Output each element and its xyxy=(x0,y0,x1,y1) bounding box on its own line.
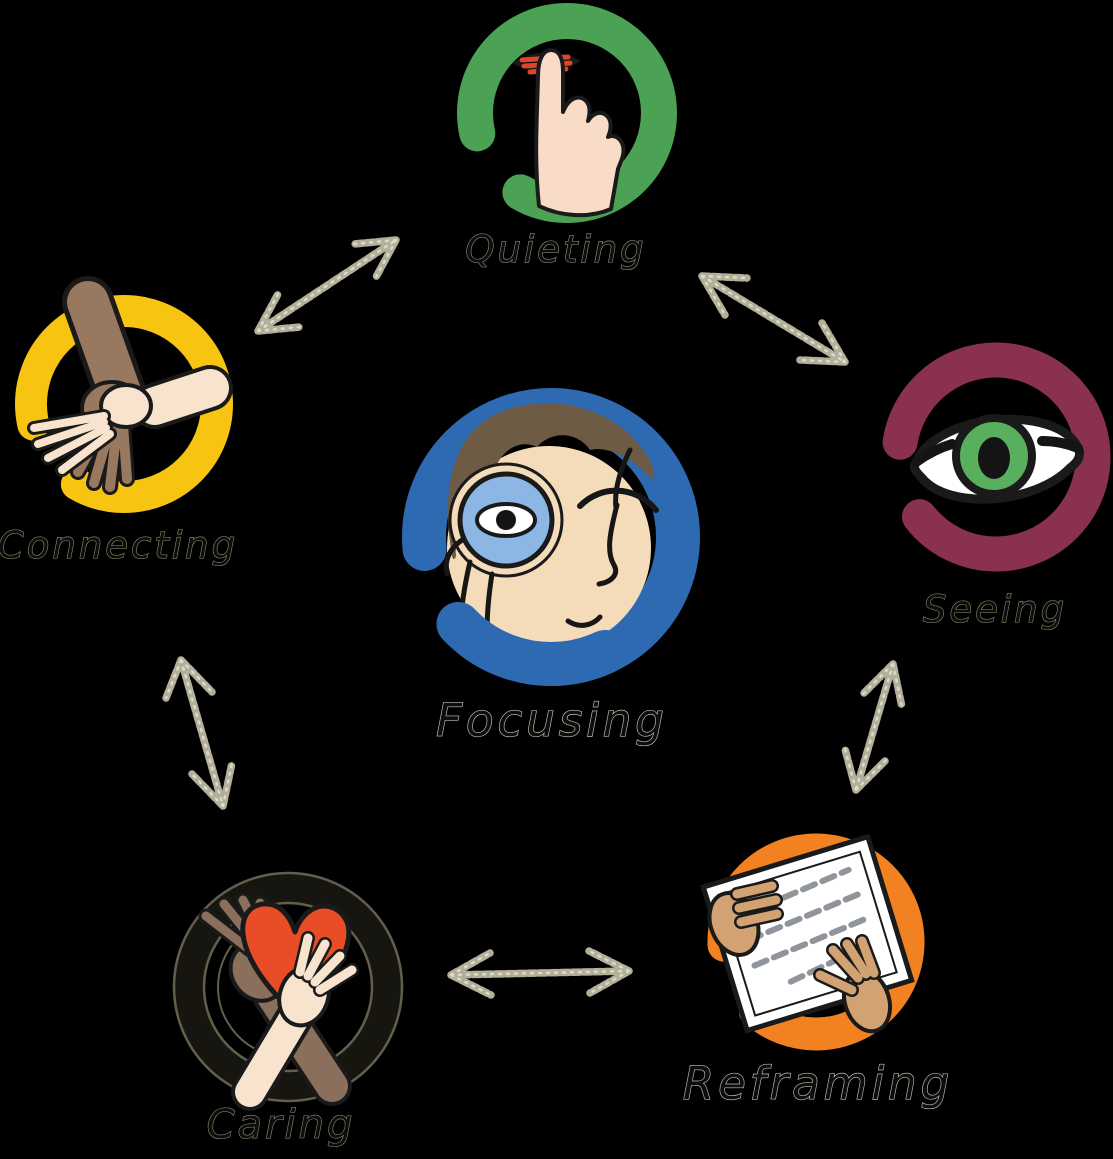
left-hand xyxy=(707,879,784,957)
arrow-quieting-seeing xyxy=(698,272,849,366)
shushing-hand xyxy=(534,48,626,218)
finger-on-lips-icon xyxy=(512,48,626,218)
monocle xyxy=(448,462,564,578)
mouth xyxy=(565,614,603,628)
pale-fingers xyxy=(27,409,117,477)
seeing-label: Seeing xyxy=(923,588,1067,631)
node-quieting: Quieting xyxy=(457,3,677,272)
node-focusing: Focusing xyxy=(402,388,700,748)
right-hand xyxy=(813,934,893,1034)
hair xyxy=(448,403,654,559)
touching-hands-icon xyxy=(27,276,233,495)
focusing-label: Focusing xyxy=(436,694,668,747)
node-caring: Caring xyxy=(172,871,404,1149)
arrow-seeing-reframing xyxy=(841,660,906,794)
caring-ring-outer-edge xyxy=(172,871,404,1103)
arrow-connecting-quieting xyxy=(254,236,400,335)
caring-ring-inner-edge xyxy=(202,901,374,1073)
caring-ring-swirl xyxy=(217,916,359,1058)
eye-icon xyxy=(909,414,1085,504)
nose-line xyxy=(596,502,620,587)
face-with-monocle-icon xyxy=(443,403,659,661)
caring-ring xyxy=(174,873,402,1101)
hands-holding-paper-icon xyxy=(700,833,915,1034)
pupil xyxy=(978,437,1010,479)
seeing-ring xyxy=(881,342,1111,572)
quieting-label: Quieting xyxy=(465,228,646,271)
connecting-label: Connecting xyxy=(0,524,238,567)
focusing-ring-front-sweep xyxy=(402,388,700,686)
reframing-label: Reframing xyxy=(683,1057,953,1110)
pale-fingers xyxy=(293,931,359,997)
hands-holding-heart-icon xyxy=(198,892,359,1111)
arrow-connecting-caring xyxy=(162,656,236,810)
scribble-lines xyxy=(742,866,867,985)
caring-label: Caring xyxy=(207,1102,356,1148)
node-connecting: Connecting xyxy=(0,276,238,568)
monocle-pupil xyxy=(496,510,516,530)
arrow-caring-reframing xyxy=(447,947,633,999)
node-reframing: Reframing xyxy=(682,833,953,1111)
node-seeing: Seeing xyxy=(881,342,1111,632)
